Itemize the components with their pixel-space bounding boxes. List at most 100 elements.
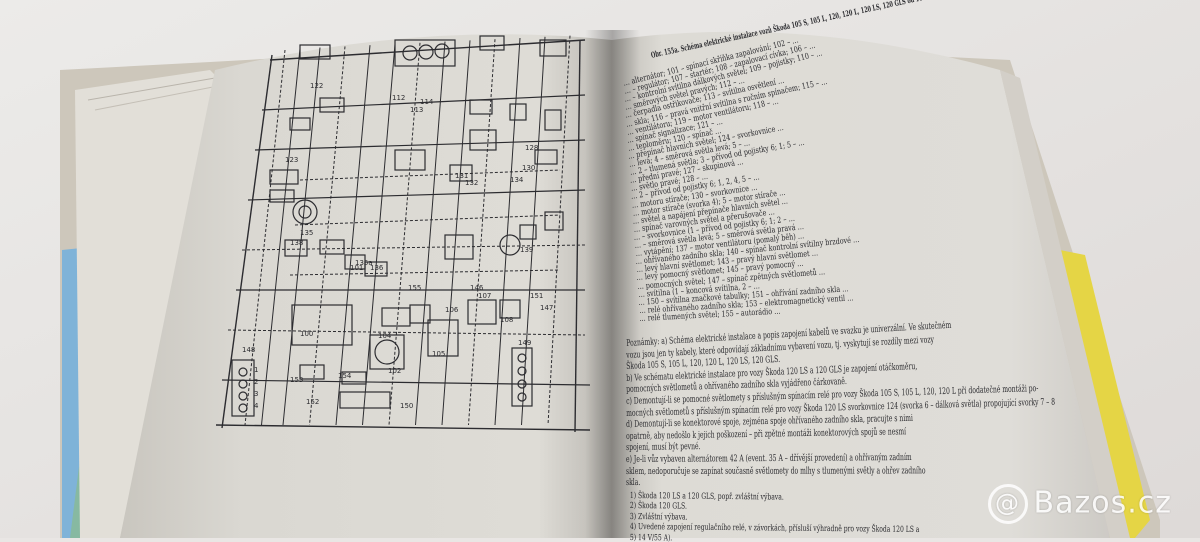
diagram-label: 4 [254,402,259,410]
right-page [612,31,1110,538]
note-line: sklem, nedoporučuje se zapínat současně … [626,464,926,477]
diagram-label: 106 [445,306,459,314]
component-box [394,149,426,171]
diagram-label: 138 [290,239,303,247]
connector-block-right [511,347,533,407]
component-box [539,39,567,57]
connector-block-left [231,359,255,417]
diagram-label: 149 [518,339,531,347]
diagram-label: 134 [510,176,524,184]
instrument-cluster [394,39,456,67]
component-circle [517,366,527,376]
wire [289,269,561,276]
diagram-label: 104 [378,332,392,340]
component-circle [238,379,248,389]
wire [388,42,421,426]
component-circle [374,339,400,365]
diagram-label: 123 [285,156,298,164]
wire [494,37,521,426]
diagram-label: 148 [242,346,255,354]
watermark: @Bazos.cz [987,484,1172,524]
cover-stripe-right [1060,250,1150,538]
diagram-label: 154 [338,372,352,380]
diagram-label: 139 [520,246,533,254]
wire [241,244,586,251]
wire [415,41,446,426]
wire [269,39,586,61]
note-line: skla. [625,477,641,489]
diagram-label: 132 [465,179,478,187]
diagram-label: 147 [540,304,553,312]
component-box [444,234,474,260]
note-line: spojení, musí být pevné. [626,441,701,454]
wire [294,214,561,226]
component-box [364,261,388,277]
starter [427,319,459,357]
diagram-label: 152 [306,398,319,406]
diagram-label: 114 [420,98,434,106]
component-box [341,371,367,385]
component-box [509,103,527,121]
gauge [418,44,434,60]
component-box [534,149,558,165]
component-box [319,239,345,255]
diagram-label: 107 [478,292,491,300]
component-box [544,109,562,131]
component-circle [238,367,248,377]
motor [499,234,521,256]
wire [282,47,321,426]
wire [574,39,581,433]
component-box [467,299,497,325]
wire [335,45,371,426]
component-box [289,117,311,131]
component-box [269,189,295,203]
diagram-label: 128 [525,144,538,152]
wire [261,48,301,426]
diagram-label: 108 [500,316,513,324]
horn [292,199,318,225]
diagram-label: 105 [432,350,445,358]
gauge [402,45,418,61]
watermark-text: Bazos.cz [1033,485,1172,521]
component-circle [517,392,527,402]
footnote-line: 3) Zvláštní výbava. [629,510,688,522]
component-circle [517,353,527,363]
component-box [469,129,497,151]
component-box [319,97,345,113]
diagram-label: 1 [254,366,258,374]
note-line: e) Je-li vůz vybaven alternátorem 42 A (… [626,452,912,465]
component-box [519,224,537,240]
component-circle [238,391,248,401]
wire [247,189,586,201]
wiring-diagram [215,35,591,433]
diagram-label: 135 [300,229,313,237]
component-box [299,44,331,60]
wire [261,94,586,111]
diagram-label: 100 [300,330,313,338]
gauge [434,43,450,59]
footnote-line: 2) Škoda 120 GLS. [629,500,687,511]
component-box [299,364,325,380]
wire [215,424,591,431]
diagram-label: 122 [310,82,323,90]
watermark-at-icon: @ [987,484,1028,524]
component-circle [298,205,312,219]
diagram-label: 146 [470,284,484,292]
diagram-label: 3 [254,390,258,398]
diagram-label: 131 [455,172,468,180]
wire [227,329,586,336]
wire [441,40,471,426]
wire [244,49,286,426]
component-box [469,99,493,115]
diagram-label: 101 [350,264,363,272]
component-box [544,211,564,231]
wire [468,39,496,426]
wire [221,379,591,386]
battery [291,304,353,346]
component-box [284,239,308,257]
diagram-label: 135a [355,259,373,267]
wire [362,43,396,426]
diagram-label: 136 [370,264,384,272]
diagram-label: 112 [392,94,405,102]
